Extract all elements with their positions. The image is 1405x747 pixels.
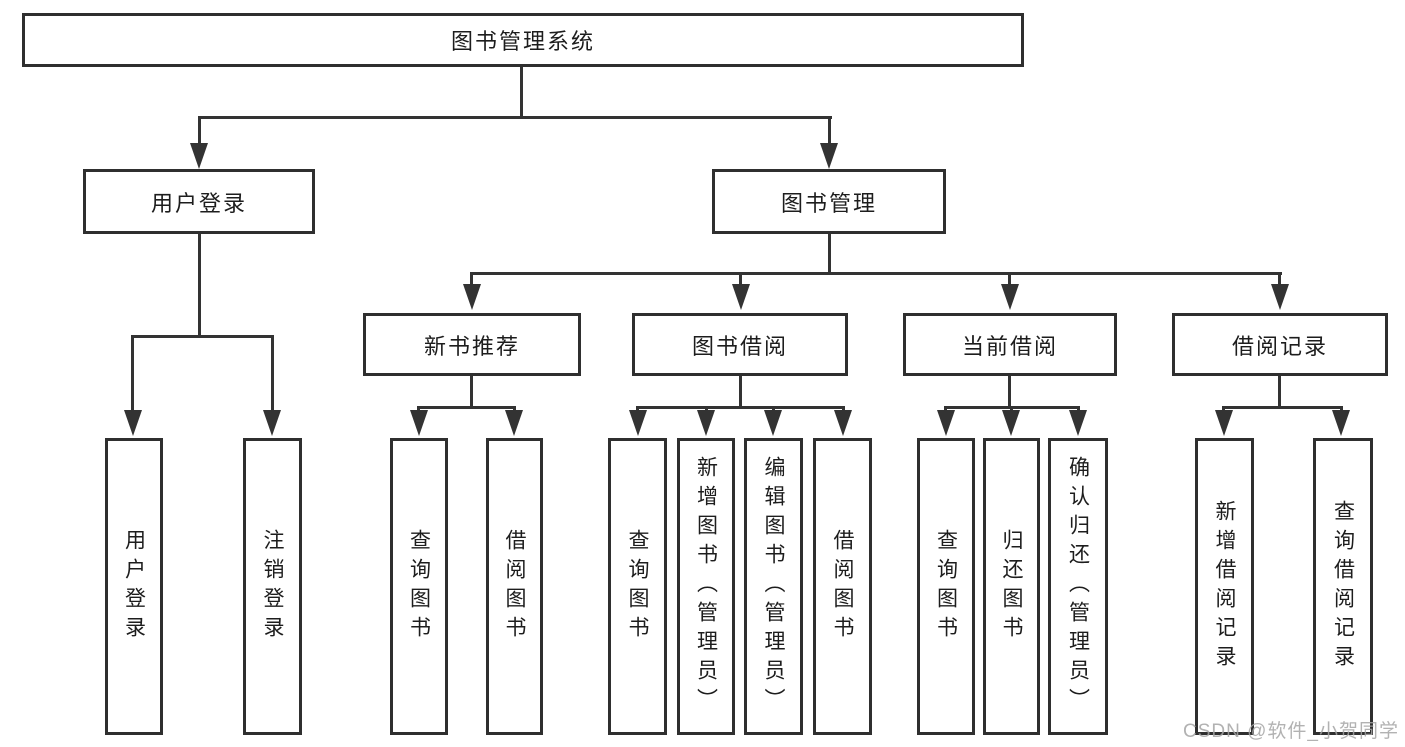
leaf-newbook-query-book: 查询图书 (390, 438, 448, 735)
arrow-down-icon (263, 410, 281, 436)
node-label: 注销登录 (261, 528, 284, 645)
connector-line (1008, 375, 1011, 409)
node-label: 新增借阅记录 (1213, 499, 1236, 674)
node-label: 查询图书 (407, 528, 431, 645)
node-label: 新书推荐 (423, 333, 520, 359)
arrow-down-icon (463, 284, 481, 310)
node-label: 当前借阅 (961, 333, 1058, 359)
node-label: 查询图书 (626, 528, 649, 645)
connector-line (828, 234, 831, 275)
connector-line (739, 375, 742, 409)
node-label: 借阅图书 (503, 528, 526, 645)
node-book-borrow: 图书借阅 (632, 313, 848, 376)
connector-line (198, 234, 201, 338)
node-label: 用户登录 (150, 190, 247, 216)
node-new-book-recommend: 新书推荐 (363, 313, 581, 376)
connector-line (1222, 406, 1343, 409)
arrow-down-icon (124, 410, 142, 436)
arrow-down-icon (732, 284, 750, 310)
connector-line (417, 406, 516, 409)
node-label: 查询图书 (934, 528, 958, 645)
leaf-current-query-book: 查询图书 (917, 438, 975, 735)
arrow-down-icon (1215, 410, 1233, 436)
node-user-login: 用户登录 (83, 169, 315, 234)
node-label: 图书管理 (780, 190, 877, 216)
connector-line (198, 116, 832, 119)
node-label: 新增图书（管理员） (694, 456, 718, 717)
connector-line (739, 272, 742, 288)
connector-line (131, 335, 134, 413)
arrow-down-icon (820, 143, 838, 169)
connector-line (636, 406, 845, 409)
arrow-down-icon (410, 410, 428, 436)
connector-line (271, 335, 274, 413)
node-borrow-records: 借阅记录 (1172, 313, 1388, 376)
connector-line (470, 272, 473, 288)
connector-line (470, 272, 1282, 275)
leaf-borrow-edit-book-admin: 编辑图书（管理员） (744, 438, 803, 735)
leaf-current-confirm-return-admin: 确认归还（管理员） (1048, 438, 1108, 735)
connector-line (1008, 272, 1011, 288)
node-label: 确认归还（管理员） (1066, 456, 1090, 717)
connector-line (198, 116, 201, 148)
arrow-down-icon (505, 410, 523, 436)
arrow-down-icon (190, 143, 208, 169)
arrow-down-icon (1001, 284, 1019, 310)
csdn-watermark: CSDN @软件_小贺同学 (1183, 721, 1399, 742)
node-label: 用户登录 (122, 528, 146, 645)
node-library-management-system: 图书管理系统 (22, 13, 1024, 67)
arrow-down-icon (629, 410, 647, 436)
leaf-borrow-add-book-admin: 新增图书（管理员） (677, 438, 735, 735)
connector-line (828, 116, 831, 148)
node-label: 借阅图书 (831, 528, 854, 645)
arrow-down-icon (764, 410, 782, 436)
leaf-records-add-record: 新增借阅记录 (1195, 438, 1254, 735)
connector-line (131, 335, 274, 338)
connector-line (1278, 272, 1281, 288)
arrow-down-icon (1271, 284, 1289, 310)
connector-line (520, 67, 523, 118)
leaf-borrow-query-book: 查询图书 (608, 438, 667, 735)
node-label: 图书借阅 (691, 333, 788, 359)
connector-line (470, 375, 473, 409)
arrow-down-icon (1069, 410, 1087, 436)
arrow-down-icon (937, 410, 955, 436)
node-label: 查询借阅记录 (1331, 499, 1355, 674)
leaf-records-query-record: 查询借阅记录 (1313, 438, 1373, 735)
node-label: 图书管理系统 (450, 29, 595, 54)
leaf-borrow-borrow-book: 借阅图书 (813, 438, 872, 735)
node-label: 归还图书 (1000, 528, 1023, 645)
leaf-user-login: 用户登录 (105, 438, 163, 735)
connector-line (1278, 375, 1281, 409)
leaf-current-return-book: 归还图书 (983, 438, 1040, 735)
node-label: 编辑图书（管理员） (762, 456, 785, 717)
arrow-down-icon (1332, 410, 1350, 436)
node-book-management: 图书管理 (712, 169, 946, 234)
arrow-down-icon (697, 410, 715, 436)
arrow-down-icon (1002, 410, 1020, 436)
node-label: 借阅记录 (1231, 333, 1328, 359)
leaf-logout: 注销登录 (243, 438, 302, 735)
arrow-down-icon (834, 410, 852, 436)
leaf-newbook-borrow-book: 借阅图书 (486, 438, 543, 735)
node-current-borrow: 当前借阅 (903, 313, 1117, 376)
